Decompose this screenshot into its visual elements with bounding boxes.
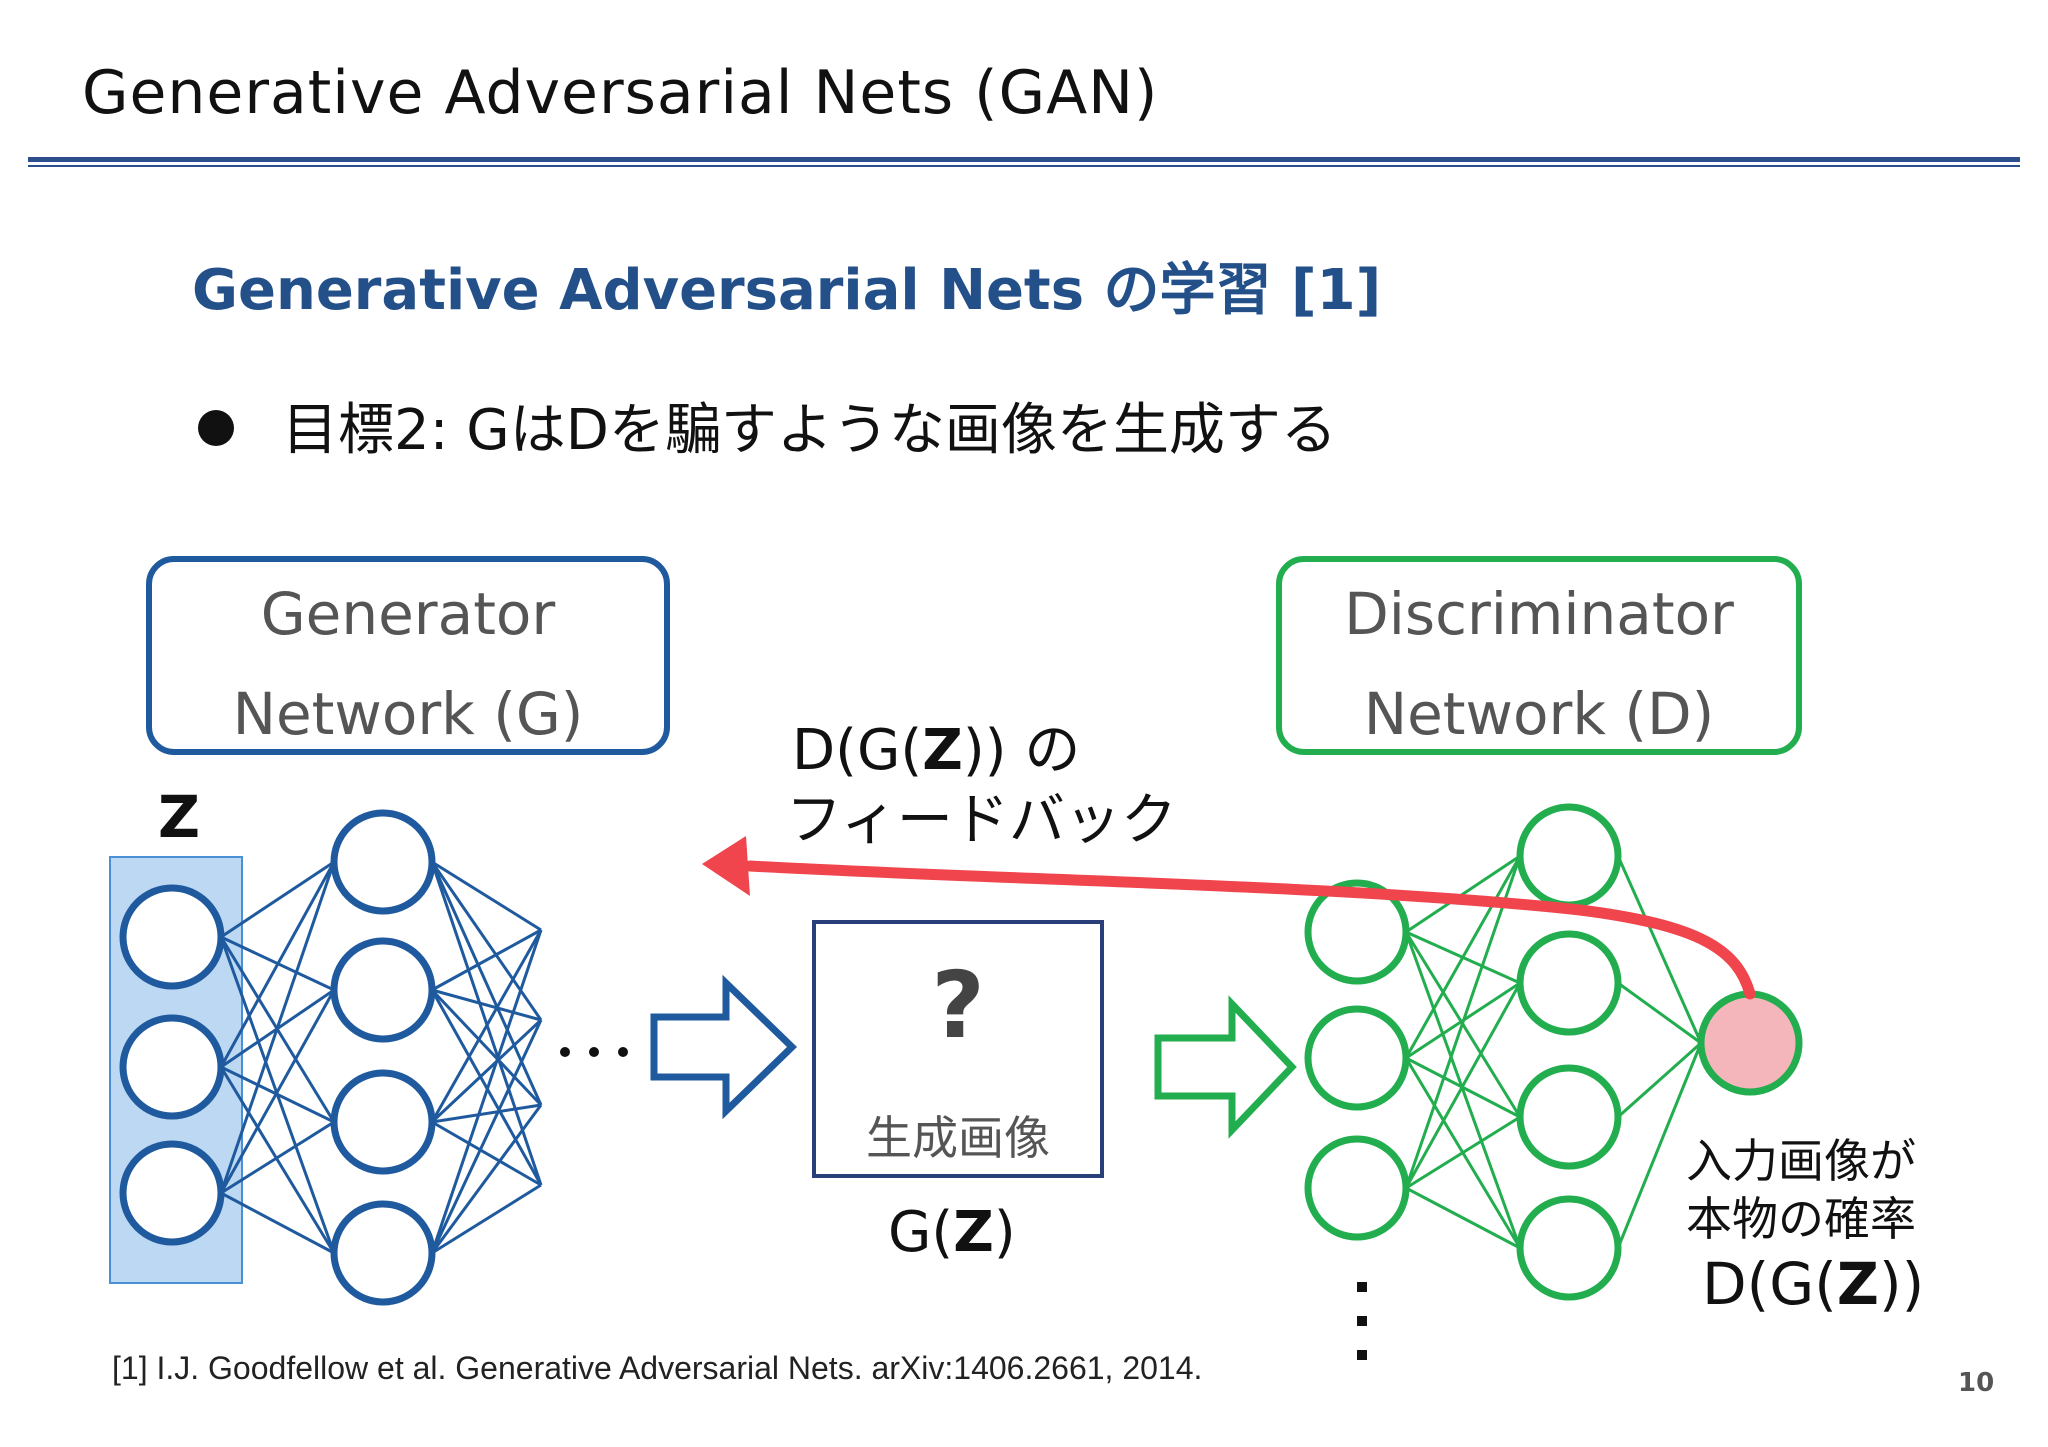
feedback-arrowhead-icon	[702, 836, 750, 896]
generator-title-line2: Network (G)	[232, 680, 584, 748]
generator-edge	[431, 1120, 542, 1187]
feedback-label-line2: フィードバック	[786, 788, 1177, 853]
generator-edge	[430, 1019, 543, 1254]
discriminator-edge	[1404, 931, 1522, 1249]
generator-edge	[219, 989, 336, 1194]
discriminator-title-line1: Discriminator	[1344, 580, 1734, 648]
discriminator-edge	[1616, 855, 1703, 1044]
generator-edge	[430, 1018, 543, 1124]
generator-edge	[431, 1103, 542, 1124]
discriminator-edge	[1404, 855, 1522, 1189]
generator-ellipsis	[560, 1047, 628, 1057]
slide-title: Generative Adversarial Nets (GAN)	[82, 58, 1159, 128]
discriminator-edge	[1617, 981, 1702, 1045]
feedback-label-line1: D(G(Z)) の	[792, 718, 1081, 783]
generator-edge	[430, 861, 543, 1021]
generator-edge	[220, 860, 335, 939]
discriminator-input-node	[1304, 1005, 1410, 1111]
generator-hidden-node	[330, 809, 436, 915]
discriminator-edge	[1616, 1042, 1703, 1249]
title-divider	[28, 157, 2020, 162]
discriminator-edge	[1617, 1041, 1702, 1119]
page-number: 10	[1958, 1368, 1995, 1398]
discriminator-hidden-node	[1516, 1064, 1622, 1170]
discriminator-output-label: D(G(Z))	[1702, 1250, 1925, 1318]
generator-title-line1: Generator	[260, 580, 556, 648]
discriminator-title-box: Discriminator Network (D)	[1276, 556, 1802, 755]
generator-edge	[219, 861, 336, 1068]
citation: [1] I.J. Goodfellow et al. Generative Ad…	[112, 1350, 1203, 1386]
generator-output-arrow	[650, 974, 798, 1120]
generator-nodes	[119, 809, 436, 1306]
generator-edge	[220, 1191, 335, 1255]
generator-edge	[431, 1183, 542, 1255]
generator-edge	[430, 861, 543, 1106]
question-mark-icon: ?	[931, 952, 985, 1059]
discriminator-hidden-node	[1516, 803, 1622, 909]
generated-image-label: 生成画像	[866, 1111, 1050, 1165]
section-heading: Generative Adversarial Nets の学習 [1]	[192, 258, 1382, 323]
generator-connections	[219, 860, 543, 1255]
discriminator-edge	[1405, 1115, 1521, 1190]
probability-label-line2: 本物の確率	[1686, 1192, 1916, 1246]
discriminator-input-node	[1304, 1135, 1410, 1241]
generator-hidden-node	[330, 1069, 436, 1175]
generator-edge	[430, 929, 543, 1254]
discriminator-nodes	[1304, 803, 1622, 1301]
generator-edge	[219, 861, 336, 1194]
title-divider-thin	[28, 165, 2020, 167]
generator-edge	[430, 988, 543, 1107]
generator-hidden-node	[330, 1200, 436, 1306]
discriminator-output-node	[1697, 990, 1803, 1096]
discriminator-input-arrow	[1154, 995, 1297, 1139]
discriminator-edge	[1405, 1186, 1521, 1250]
discriminator-hidden-node	[1516, 1195, 1622, 1301]
bullet-text: 目標2: GはDを騙すような画像を生成する	[282, 398, 1337, 463]
discriminator-edge	[1404, 855, 1522, 1059]
generator-edge	[220, 1120, 335, 1195]
discriminator-edge	[1405, 854, 1521, 934]
generator-input-node	[119, 1014, 225, 1120]
generator-edge	[431, 988, 542, 1022]
generator-edge	[430, 1104, 543, 1254]
discriminator-hidden-node	[1516, 930, 1622, 1036]
generator-edge	[430, 929, 543, 1123]
discriminator-input-node	[1304, 879, 1410, 985]
bullet-icon	[198, 410, 234, 446]
discriminator-title-line2: Network (D)	[1363, 680, 1715, 748]
discriminator-edge	[1404, 982, 1522, 1189]
generator-edge	[219, 1066, 336, 1254]
generated-image-box: ? 生成画像	[812, 920, 1104, 1178]
feedback-arrow	[744, 860, 1756, 1000]
discriminator-vertical-ellipsis	[1357, 1282, 1367, 1360]
generator-input-node	[119, 884, 225, 990]
latent-input-label: Z	[158, 783, 201, 851]
discriminator-connections	[1404, 854, 1703, 1250]
probability-label-line1: 入力画像が	[1686, 1134, 1916, 1188]
generator-input-node	[119, 1140, 225, 1246]
generator-edge	[431, 928, 542, 992]
generator-edge	[431, 860, 542, 932]
generator-hidden-node	[330, 937, 436, 1043]
generator-title-box: Generator Network (G)	[146, 556, 670, 755]
generator-output-label: G(Z)	[888, 1200, 1016, 1265]
